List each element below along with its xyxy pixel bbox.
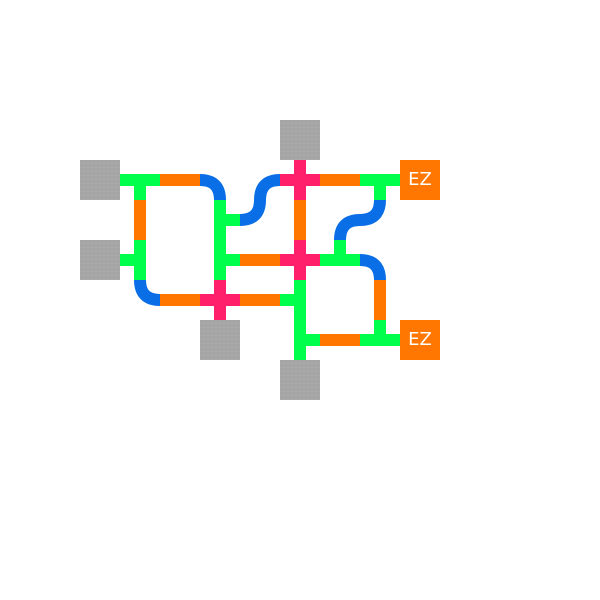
source-block[interactable] [280, 360, 320, 400]
exit-block[interactable]: EZ [400, 320, 440, 360]
straight-pipes [134, 174, 386, 346]
cross-pipes [200, 160, 320, 320]
cross-pipe[interactable] [200, 280, 240, 320]
curved-pipe[interactable] [359, 254, 386, 281]
source-block[interactable] [280, 120, 320, 160]
curved-pipe[interactable] [134, 279, 161, 306]
source-block[interactable] [80, 160, 120, 200]
cross-pipe[interactable] [280, 240, 320, 280]
cross-pipe[interactable] [280, 160, 320, 200]
curved-pipe[interactable] [199, 174, 226, 201]
tee-pipes [120, 174, 400, 360]
curved-pipes [134, 174, 386, 306]
curved-pipe[interactable] [334, 199, 386, 241]
source-block[interactable] [200, 320, 240, 360]
exit-label: EZ [408, 169, 432, 190]
curved-pipe[interactable] [239, 174, 281, 226]
exit-block[interactable]: EZ [400, 160, 440, 200]
exit-label: EZ [408, 329, 432, 350]
source-block[interactable] [80, 240, 120, 280]
